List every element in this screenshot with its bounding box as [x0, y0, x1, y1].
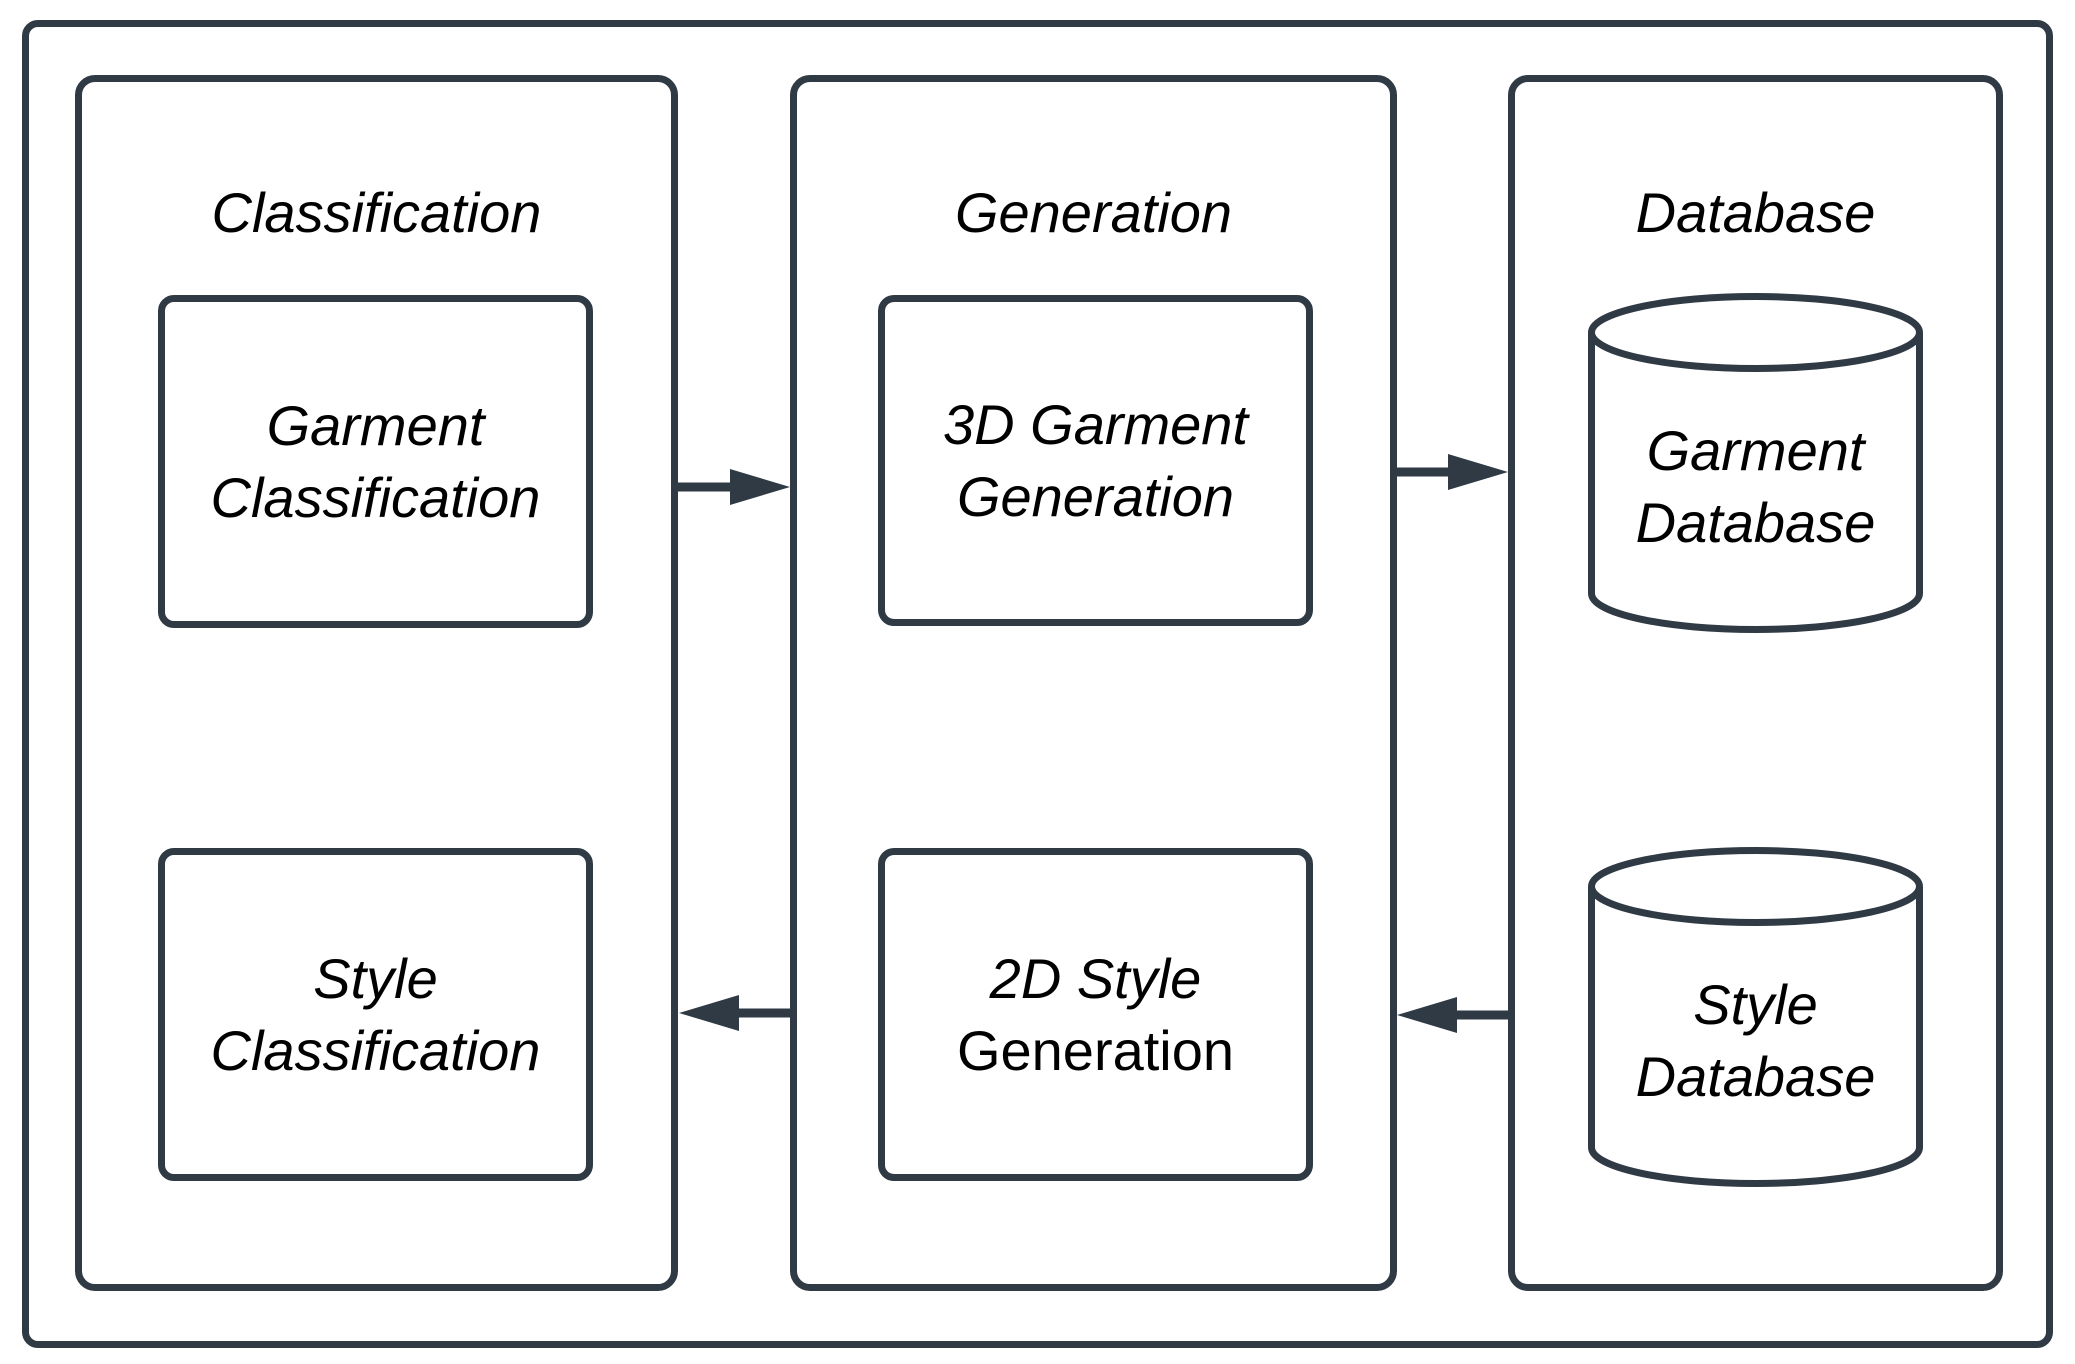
arrow-database-to-generation	[1397, 985, 1508, 1045]
arrow-right-icon	[678, 469, 790, 505]
cylinder-style-database: Style Database	[1588, 847, 1923, 1187]
box-label-line: Garment	[266, 393, 485, 457]
column-title-classification: Classification	[211, 181, 542, 244]
box-style-classification: Style Classification	[158, 848, 593, 1181]
column-title-generation: Generation	[954, 181, 1233, 244]
arrow-generation-to-classification	[678, 983, 790, 1043]
box-label-line: Classification	[210, 465, 541, 529]
arrow-classification-to-generation	[678, 457, 790, 517]
cylinder-label-line: Garment	[1646, 419, 1865, 482]
box-label-line: 2D Style	[989, 946, 1202, 1010]
database-cylinder-icon	[1588, 847, 1923, 1187]
box-label-line: Classification	[210, 1018, 541, 1082]
cylinder-label: Garment Database	[1588, 293, 1923, 633]
cylinder-label: Style Database	[1588, 847, 1923, 1187]
box-label-line: Generation	[956, 464, 1235, 528]
column-title-database: Database	[1635, 181, 1876, 244]
box-label-line: Style	[313, 946, 438, 1010]
cylinder-garment-database: Garment Database	[1588, 293, 1923, 633]
box-2d-style-generation: 2D Style Generation	[878, 848, 1313, 1181]
arrow-left-icon	[679, 995, 790, 1031]
arrow-right-icon	[1397, 454, 1508, 490]
cylinder-label-line: Database	[1635, 1045, 1876, 1108]
arrow-generation-to-database	[1397, 442, 1508, 502]
box-3d-garment-generation: 3D Garment Generation	[878, 295, 1313, 626]
box-garment-classification: Garment Classification	[158, 295, 593, 628]
cylinder-label-line: Style	[1693, 973, 1818, 1036]
arrow-left-icon	[1397, 997, 1508, 1033]
box-label-line: Generation	[956, 1018, 1235, 1082]
box-label-line: 3D Garment	[943, 392, 1248, 456]
cylinder-label-line: Database	[1635, 491, 1876, 554]
database-cylinder-icon	[1588, 293, 1923, 633]
